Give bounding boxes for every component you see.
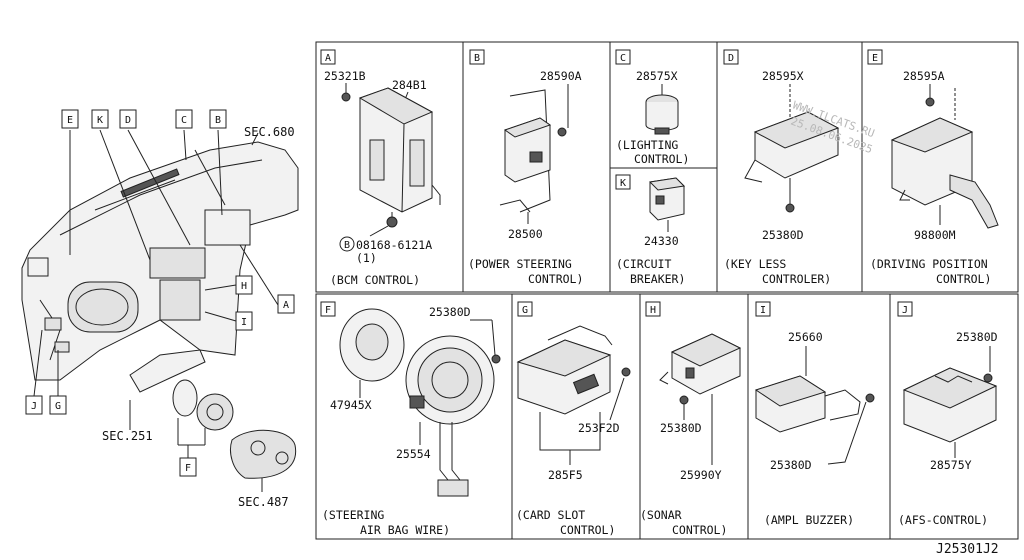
panel-c-caption-2: CONTROL) [634,152,689,166]
panel-h-caption-2: CONTROL) [672,523,727,537]
part-25380d-i: 25380D [770,458,812,472]
callout-a: A [283,300,289,311]
callout-g: G [55,401,61,412]
panel-c-letter: C [620,53,626,64]
panel-c-lighting: C 28575X (LIGHTING CONTROL) [615,49,689,166]
callout-e: E [67,115,73,126]
part-98800m: 98800M [914,228,956,242]
sec-680-label: SEC.680 [244,125,295,139]
sec-251-label: SEC.251 [102,429,153,443]
panel-i-ampl-buzzer: I 25660 25380D (AMPL BUZZER) [754,301,875,527]
panel-d-caption-1: (KEY LESS [724,257,786,271]
callout-f: F [185,463,191,474]
panel-b-letter: B [474,53,480,64]
panel-a-caption: (BCM CONTROL) [330,273,420,287]
sec-487-label: SEC.487 [238,495,289,509]
panel-a-letter: A [325,53,331,64]
part-25554: 25554 [396,447,431,461]
part-25380d-f: 25380D [429,305,471,319]
callout-h: H [241,281,247,292]
panel-f-steering-airbag: F 25380D 47945X 25554 (STEERING AIR BAG … [320,301,501,537]
panel-g-caption-2: CONTROL) [560,523,615,537]
callout-i: I [241,317,247,328]
panel-g-caption-1: (CARD SLOT [516,508,585,522]
panel-g-letter: G [522,305,528,316]
panel-b-power-steering: B 28590A 28500 (POWER STEERING CONTROL) [468,49,583,286]
part-25380d-d: 25380D [762,228,804,242]
part-28500: 28500 [508,227,543,241]
panel-h-sonar: H 25380D 25990Y (SONAR CONTROL) [640,301,742,537]
part-28575y: 28575Y [930,458,972,472]
bolt-marker-b: B [344,240,350,251]
panel-c-caption-1: (LIGHTING [616,138,678,152]
callout-k: K [97,115,103,126]
panel-h-letter: H [650,305,656,316]
panel-j-afs-control: J 25380D 28575Y (AFS-CONTROL) [897,301,998,527]
panel-d-caption-2: CONTROLER) [762,272,831,286]
overview-callouts: E K D C B H A I J G F SEC.680 SEC.251 SE… [25,109,295,509]
panel-g-card-slot: G 253F2D 285F5 (CARD SLOT CONTROL) [516,301,631,537]
part-25660: 25660 [788,330,823,344]
callout-d: D [125,115,131,126]
part-25990y: 25990Y [680,468,722,482]
part-28590a: 28590A [540,69,582,83]
panel-e-caption-2: CONTROL) [936,272,991,286]
callout-c: C [181,115,187,126]
panel-d-keyless: D 28595X 25380D (KEY LESS CONTROLER) [723,49,840,286]
panel-j-caption: (AFS-CONTROL) [898,513,988,527]
panel-h-caption-1: (SONAR [640,508,682,522]
panel-f-caption-2: AIR BAG WIRE) [360,523,450,537]
panel-k-circuit-breaker: K 24330 (CIRCUIT BREAKER) [615,174,685,286]
panel-b-caption-2: CONTROL) [528,272,583,286]
panel-k-caption-2: BREAKER) [630,272,685,286]
panel-i-letter: I [760,305,766,316]
panel-b-caption-1: (POWER STEERING [468,257,572,271]
panel-k-caption-1: (CIRCUIT [616,257,671,271]
panel-i-caption: (AMPL BUZZER) [764,513,854,527]
part-25321b: 25321B [324,69,366,83]
panel-d-letter: D [728,53,734,64]
callout-b: B [215,115,221,126]
diagram-code: J25301J2 [936,542,999,557]
part-284b1: 284B1 [392,78,427,92]
part-25380d-h: 25380D [660,421,702,435]
callout-j: J [31,401,37,412]
panel-j-letter: J [902,305,908,316]
part-24330: 24330 [644,234,679,248]
panel-e-letter: E [872,53,878,64]
part-253f2d: 253F2D [578,421,620,435]
panel-f-letter: F [325,305,331,316]
dashboard-overview [21,129,299,492]
part-28595a: 28595A [903,69,945,83]
part-28595x: 28595X [762,69,804,83]
part-08168-6121a: 08168-6121A [356,238,432,252]
panel-k-letter: K [620,178,626,189]
panel-grid [315,41,1019,540]
panel-a-bcm-control: A 25321B 284B1 B 08168-6121A (1) (BCM CO… [320,49,441,287]
panel-e-caption-1: (DRIVING POSITION [870,257,988,271]
part-28575x: 28575X [636,69,678,83]
part-25380d-j: 25380D [956,330,998,344]
part-47945x: 47945X [330,398,372,412]
part-285f5: 285F5 [548,468,583,482]
panel-e-driving-position: E 28595A 98800M (DRIVING POSITION CONTRO… [867,49,999,286]
part-qty: (1) [356,251,377,265]
panel-f-caption-1: (STEERING [322,508,384,522]
